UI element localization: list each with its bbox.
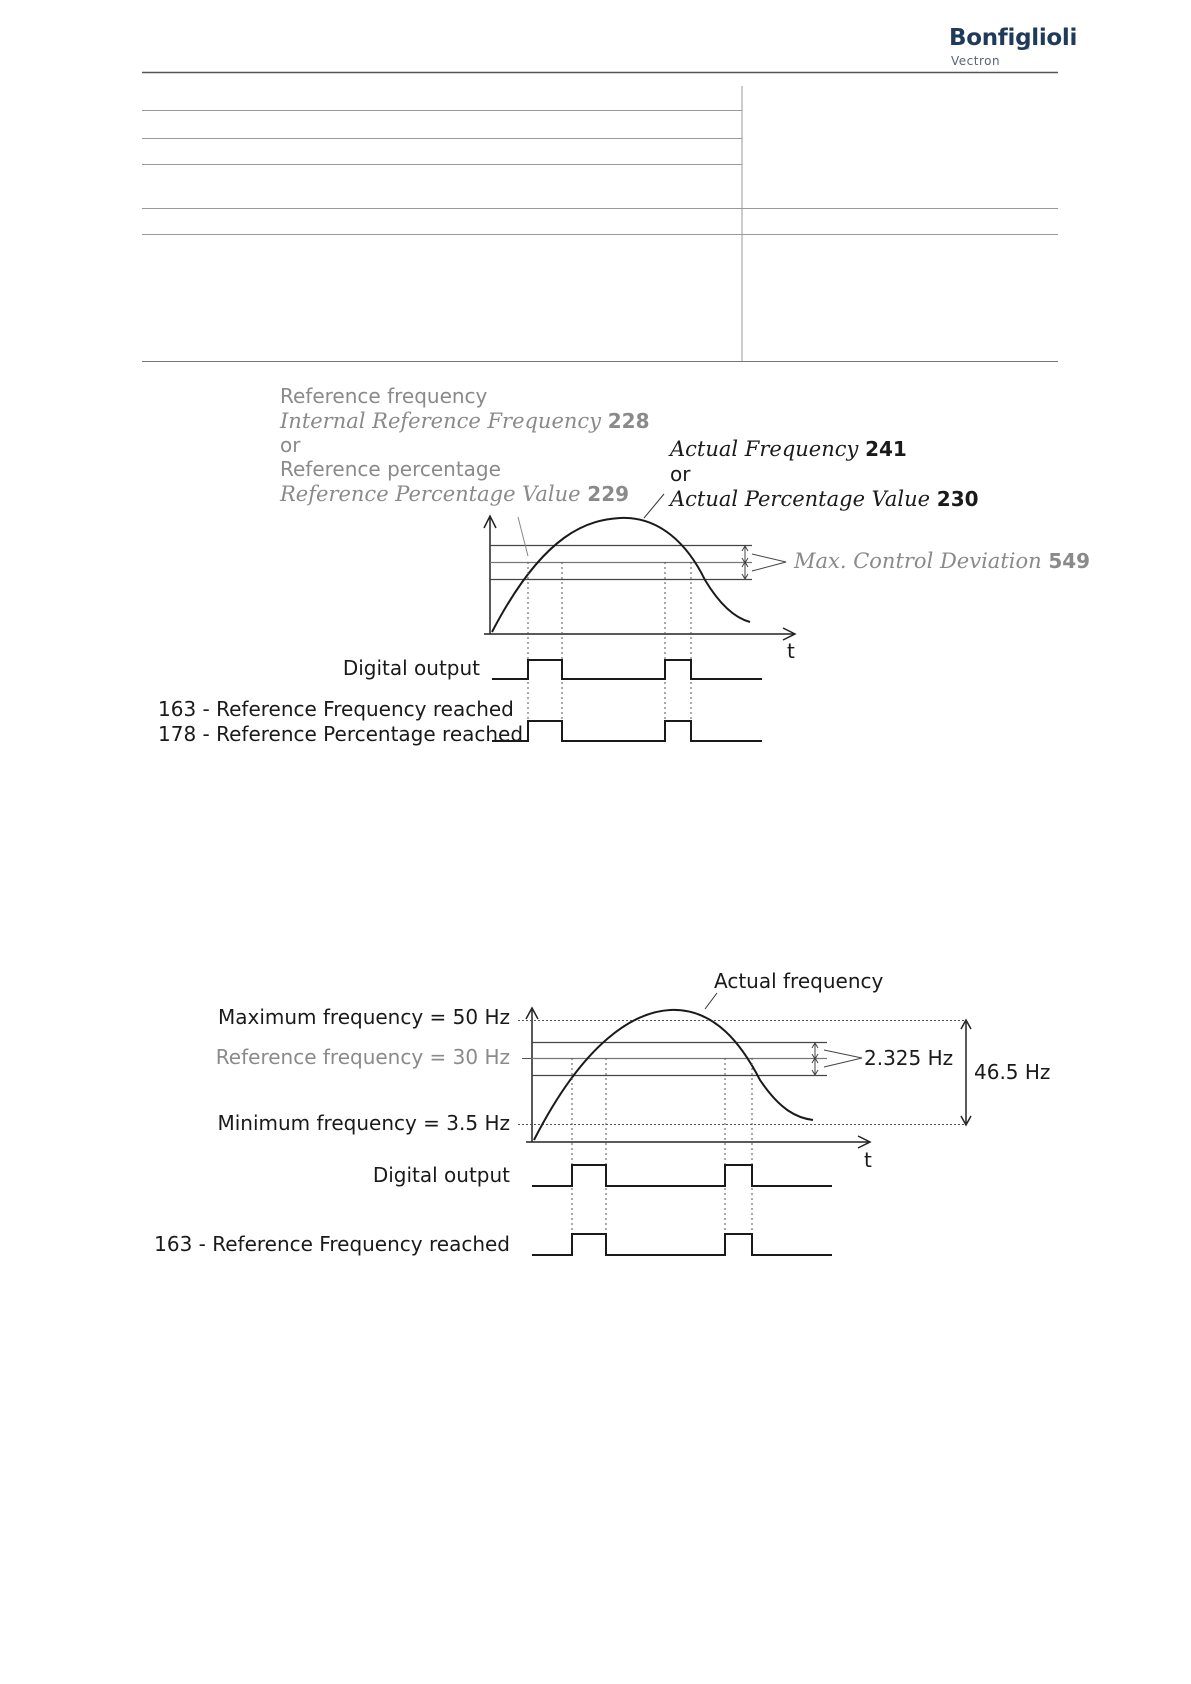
d2-actual-leader [704,992,718,1010]
d2-deviation-arrows [811,1042,863,1076]
d1-ref-leader [517,516,529,557]
d2-x-axis-arrow [857,1135,872,1149]
d1-y-axis-arrow [483,514,497,529]
d1-max-dev-label: Max. Control Deviation [793,549,1042,573]
d2-span-label: 46.5 Hz [974,1060,1050,1084]
d1-ref-pct-value-label: Reference Percentage Value [279,482,581,506]
svg-text:Actual Percentage Value: Actual Percentage Value 230 [668,487,979,511]
d1-actual-pct-num: 230 [937,487,979,511]
svg-text:Actual Frequency 241: Actual Frequency 241 [668,437,907,461]
d2-signal-trace [532,1233,832,1256]
d2-digital-output-trace [532,1164,832,1187]
d2-actual-curve [533,1008,814,1141]
d1-deviation-arrows [741,545,787,580]
logo-text: Bonfiglioli [949,25,1078,51]
svg-text:Reference Percentage Value: Reference Percentage Value 229 [279,482,629,506]
svg-text:Max. Control Deviation 5: Max. Control Deviation 549 [793,549,1090,573]
d2-span-arrow [960,1018,972,1127]
d1-digital-output-label: Digital output [343,656,480,680]
d1-internal-ref-num: 228 [608,409,650,433]
d1-actual-freq-label: Actual Frequency [668,437,860,461]
d1-ref-pct-label: Reference percentage [280,457,501,481]
d2-digital-output-label: Digital output [373,1163,510,1187]
d2-deviation-label: 2.325 Hz [864,1046,953,1070]
d1-signal2-label: 178 - Reference Percentage reached [158,722,523,746]
d1-max-dev-num: 549 [1048,549,1090,573]
d2-ref-freq-label: Reference frequency = 30 Hz [216,1045,510,1069]
d1-crossing-guides [527,562,692,740]
d1-signal1-label: 163 - Reference Frequency reached [158,697,514,721]
d2-t-label: t [864,1148,872,1172]
d1-ref-pct-value-num: 229 [587,482,629,506]
d1-digital-output-trace [492,659,762,680]
d1-ref-freq-label: Reference frequency [280,384,488,408]
diagram-2: Actual frequency Maximum frequency = 50 … [154,969,1050,1256]
d1-or-2: or [670,462,691,486]
d1-internal-ref-label: Internal Reference Frequency [279,409,602,433]
d1-actual-curve [491,516,751,633]
svg-text:Internal Reference Frequency: Internal Reference Frequency 228 [279,409,649,433]
d2-min-freq-label: Minimum frequency = 3.5 Hz [217,1111,510,1135]
d1-signal-trace [492,720,762,742]
d1-x-axis-arrow [782,627,797,641]
logo-subtitle: Vectron [951,54,1001,68]
d1-t-label: t [787,639,795,663]
d2-signal-label: 163 - Reference Frequency reached [154,1232,510,1256]
diagram-1: Reference frequency Internal Reference F… [158,384,1090,746]
bonfiglioli-emblem-icon [1026,46,1030,50]
d1-actual-pct-label: Actual Percentage Value [668,487,930,511]
d2-y-axis-arrow [525,1006,539,1020]
d2-actual-freq-label: Actual frequency [714,969,883,993]
empty-table [142,86,1058,362]
d2-max-freq-label: Maximum frequency = 50 Hz [218,1005,510,1029]
d1-actual-leader [643,493,665,519]
d1-actual-freq-num: 241 [865,437,907,461]
d2-crossing-guides [571,1058,753,1255]
d1-or-1: or [280,433,301,457]
